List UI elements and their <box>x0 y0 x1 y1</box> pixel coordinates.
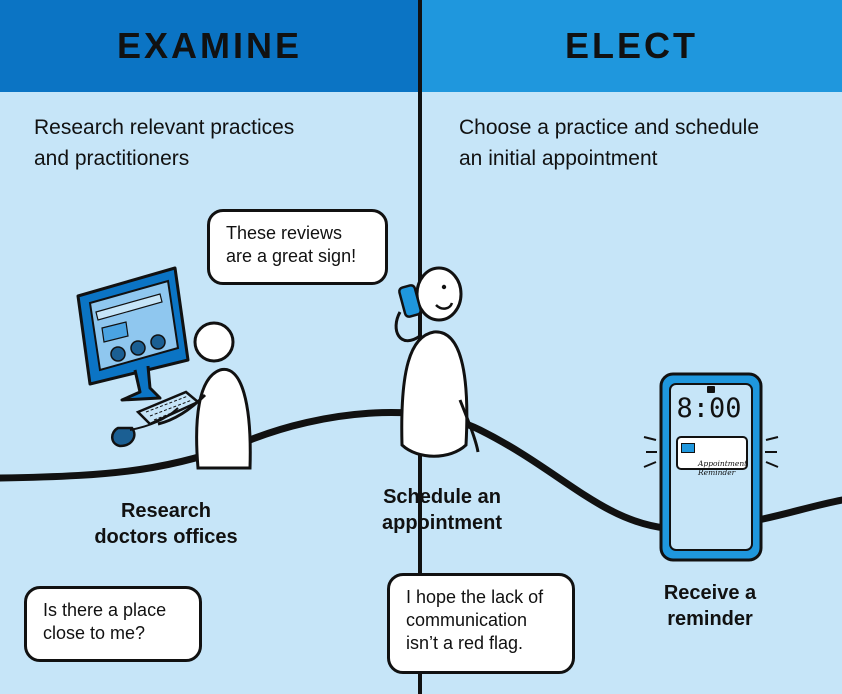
step-label-research: Research doctors offices <box>94 500 238 548</box>
speech-bubble-reviews: These reviews are a great sign! <box>207 209 388 285</box>
speech-bubble-communication: I hope the lack of communication isn’t a… <box>387 573 575 674</box>
mail-icon <box>681 443 695 453</box>
step-label-schedule: Schedule an appointment <box>382 486 502 534</box>
notification-text: Appointment Reminder <box>698 459 748 477</box>
step-label-reminder: Receive a reminder <box>663 582 757 630</box>
computer-icon <box>76 266 201 448</box>
speech-bubble-close: Is there a place close to me? <box>24 586 202 662</box>
examine-header: EXAMINE <box>0 0 419 92</box>
examine-panel: EXAMINE Research relevant practices and … <box>0 0 419 694</box>
phone-clock: 8:00 <box>676 393 742 424</box>
person-researching <box>157 321 252 470</box>
person-on-phone <box>394 266 480 458</box>
elect-description: Choose a practice and schedule an initia… <box>459 116 760 170</box>
elect-header: ELECT <box>421 0 842 92</box>
reminder-notification: Appointment Reminder <box>676 436 748 477</box>
examine-description: Research relevant practices and practiti… <box>34 116 295 170</box>
